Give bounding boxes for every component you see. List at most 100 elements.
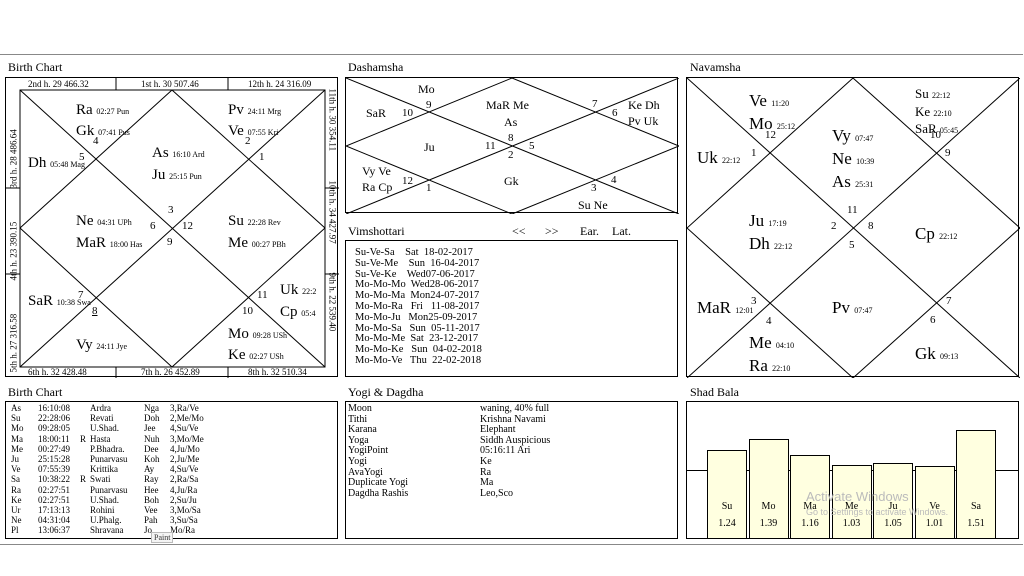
yogi-value: Ke	[480, 456, 492, 467]
birth-chart-title: Birth Chart	[8, 60, 63, 74]
vimshottari-row[interactable]: Mo-Mo-Ke Sun 04-02-2018	[355, 344, 482, 356]
planet-ke[interactable]: Ke 02:27 USh	[228, 347, 284, 363]
cusp-2nd-house: 2nd h. 29 466.32	[28, 79, 89, 89]
planet-ne[interactable]: Ne 04:31 UPh	[76, 213, 132, 229]
planet-table-cell: Krittika	[90, 464, 118, 475]
planet-table-cell: 10:38:22	[38, 474, 71, 485]
birth-chart[interactable]: 2nd h. 29 466.32 1st h. 30 507.46 12th h…	[5, 77, 339, 378]
dashamsha-chart[interactable]: Mo 9 SaR 10 MaR Me As 7 6 Ke Dh Pv Uk Ju…	[345, 77, 679, 214]
planet-table-cell: 2,Su/Ju	[170, 494, 197, 505]
planet-table-cell: 4,Su/Ve	[170, 423, 199, 434]
planet-uk[interactable]: Uk 22:2	[280, 282, 317, 298]
vimshottari-row[interactable]: Su-Ve-Me Sun 16-04-2017	[355, 257, 480, 269]
planet-table-cell: 17:13:13	[38, 505, 71, 515]
planet-table-cell: 3,Ra/Ve	[170, 403, 199, 413]
planet-table-cell: 02:27:51	[38, 484, 71, 495]
planet-table-cell: Ve	[11, 464, 21, 475]
yogi-label: YogiPoint	[348, 445, 389, 457]
yogi-value: 05:16:11 Ari	[480, 445, 531, 457]
navamsha-chart[interactable]: Ve 11:20 Mo 25:12 12 Su 22:12 Ke 22:10 S…	[686, 77, 1020, 378]
yogi-dagdha-title: Yogi & Dagdha	[348, 385, 424, 399]
d9-su: Su 22:12	[915, 86, 951, 101]
planet-gk[interactable]: Gk 07:41 Pus	[76, 123, 130, 139]
sign-number: 9	[945, 147, 951, 159]
planet-ra[interactable]: Ra 02:27 Pun	[76, 102, 130, 118]
vimshottari-prev-button[interactable]: <<	[512, 224, 526, 238]
vimshottari-row[interactable]: Mo-Mo-Ve Thu 22-02-2018	[355, 355, 482, 366]
vimshottari-title: Vimshottari	[348, 224, 405, 238]
shad-bala-value-label: 1.39	[759, 518, 778, 529]
vimshottari-row[interactable]: Mo-Mo-Ra Fri 11-08-2017	[355, 301, 480, 312]
planet-table-cell: 16:10:08	[38, 403, 71, 413]
planet-table-cell: U.Phalg.	[90, 515, 122, 526]
planet-sar[interactable]: SaR 10:38 Swa	[28, 293, 91, 309]
shad-bala-bar[interactable]	[956, 430, 996, 539]
vimshottari-later-button[interactable]: Lat.	[612, 224, 631, 238]
planet-vy[interactable]: Vy 24:11 Jye	[76, 337, 128, 353]
planet-table-cell: P.Bhadra.	[90, 443, 125, 454]
planet-table-cell: 2,Ju/Me	[170, 454, 200, 464]
planet-table-cell: Pl	[11, 525, 19, 536]
cusp-10th-house: 10th h. 34 427.97	[327, 180, 338, 244]
shad-bala-bar[interactable]	[873, 463, 913, 539]
shad-bala-bar[interactable]	[914, 466, 955, 539]
planet-as[interactable]: As 16:10 Ard	[152, 145, 205, 161]
sign-number: 2	[508, 149, 514, 161]
cusp-5th-house: 5th h. 27 316.58	[8, 313, 19, 373]
vimshottari-row[interactable]: Mo-Mo-Ju Mon25-09-2017	[355, 311, 478, 323]
planet-ve[interactable]: Ve 07:55 Kri	[228, 123, 279, 139]
yogi-label: Duplicate Yogi	[348, 477, 408, 489]
planet-table-cell: 25:15:28	[38, 454, 71, 464]
sign-number: 7	[946, 295, 952, 307]
planet-table-cell: Ke	[11, 494, 22, 505]
cusp-3rd-house: 3rd h. 28 486.64	[8, 129, 19, 189]
planet-table-cell: R	[80, 474, 87, 485]
vimshottari-row[interactable]: Su-Ve-Sa Sat 18-02-2017	[355, 247, 473, 258]
vimshottari-row[interactable]: Mo-Mo-Mo Wed28-06-2017	[355, 279, 479, 291]
vimshottari-row[interactable]: Mo-Mo-Sa Sun 05-11-2017	[355, 322, 480, 334]
shad-bala-bar[interactable]	[707, 449, 747, 539]
planet-table-cell: Pah	[144, 515, 158, 526]
sign-number: 10	[402, 107, 413, 119]
planet-mar[interactable]: MaR 18:00 Has	[76, 235, 143, 251]
shad-bala-bar[interactable]	[790, 455, 830, 539]
planet-mo[interactable]: Mo 09:28 USh	[228, 326, 288, 342]
d9-mo: Mo 25:12	[749, 114, 796, 133]
planet-table-cell: Sa	[11, 474, 20, 485]
planet-me[interactable]: Me 00:27 PBh	[228, 235, 286, 251]
vimshottari-earlier-button[interactable]: Ear.	[580, 224, 599, 238]
planet-ju[interactable]: Ju 25:15 Pun	[152, 167, 202, 183]
planet-table-cell: Vee	[144, 505, 158, 515]
planet-cp[interactable]: Cp 05:4	[280, 304, 316, 320]
d10-su-ne: Su Ne	[578, 198, 608, 212]
birth-chart-grid	[6, 78, 339, 378]
sign-number: 1	[259, 151, 265, 163]
vimshottari-row[interactable]: Su-Ve-Ke Wed07-06-2017	[355, 268, 475, 280]
shad-bala-planet-label: Ve	[929, 501, 940, 512]
sign-number: 6	[150, 220, 156, 232]
planet-table-cell: Jo	[144, 525, 153, 536]
shad-bala-value-label: 1.51	[967, 518, 985, 529]
sign-number: 3	[591, 182, 597, 194]
planet-su[interactable]: Su 22:28 Rev	[228, 213, 281, 229]
sign-number: 3	[751, 295, 757, 307]
navamsha-grid	[687, 78, 1020, 378]
yogi-label: Dagdha Rashis	[348, 487, 409, 499]
vimshottari-row[interactable]: Mo-Mo-Ma Mon24-07-2017	[355, 290, 480, 302]
sign-number: 2	[245, 135, 251, 147]
sign-number: 3	[168, 204, 174, 216]
planet-dh[interactable]: Dh 05:48 Mag	[28, 155, 85, 171]
yogi-label: AvaYogi	[348, 466, 383, 478]
sign-number: 2	[831, 220, 837, 232]
vimshottari-row[interactable]: Mo-Mo-Me Sat 23-12-2017	[355, 333, 479, 345]
vimshottari-next-button[interactable]: >>	[545, 224, 559, 238]
shad-bala-bar[interactable]	[831, 464, 872, 539]
shad-bala-bar[interactable]	[748, 438, 789, 539]
planet-pv[interactable]: Pv 24:11 Mrg	[228, 102, 282, 118]
d10-vy-ve: Vy Ve	[362, 164, 391, 178]
planet-table-cell: Ma	[11, 433, 23, 444]
shad-bala-planet-label: Sa	[971, 501, 981, 512]
